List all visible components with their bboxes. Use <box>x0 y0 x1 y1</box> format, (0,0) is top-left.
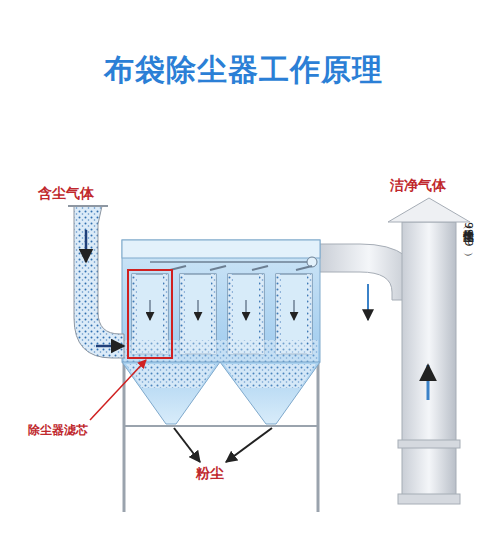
filter-label: 除尘器滤芯 <box>28 424 88 437</box>
vertical-note: 干净气体（除尘达99.9） <box>462 222 474 247</box>
outlet-label: 洁净气体 <box>390 178 446 193</box>
dust-label: 粉尘 <box>196 466 224 481</box>
diagram-title: 布袋除尘器工作原理 <box>0 50 486 91</box>
inlet-label: 含尘气体 <box>38 186 94 201</box>
